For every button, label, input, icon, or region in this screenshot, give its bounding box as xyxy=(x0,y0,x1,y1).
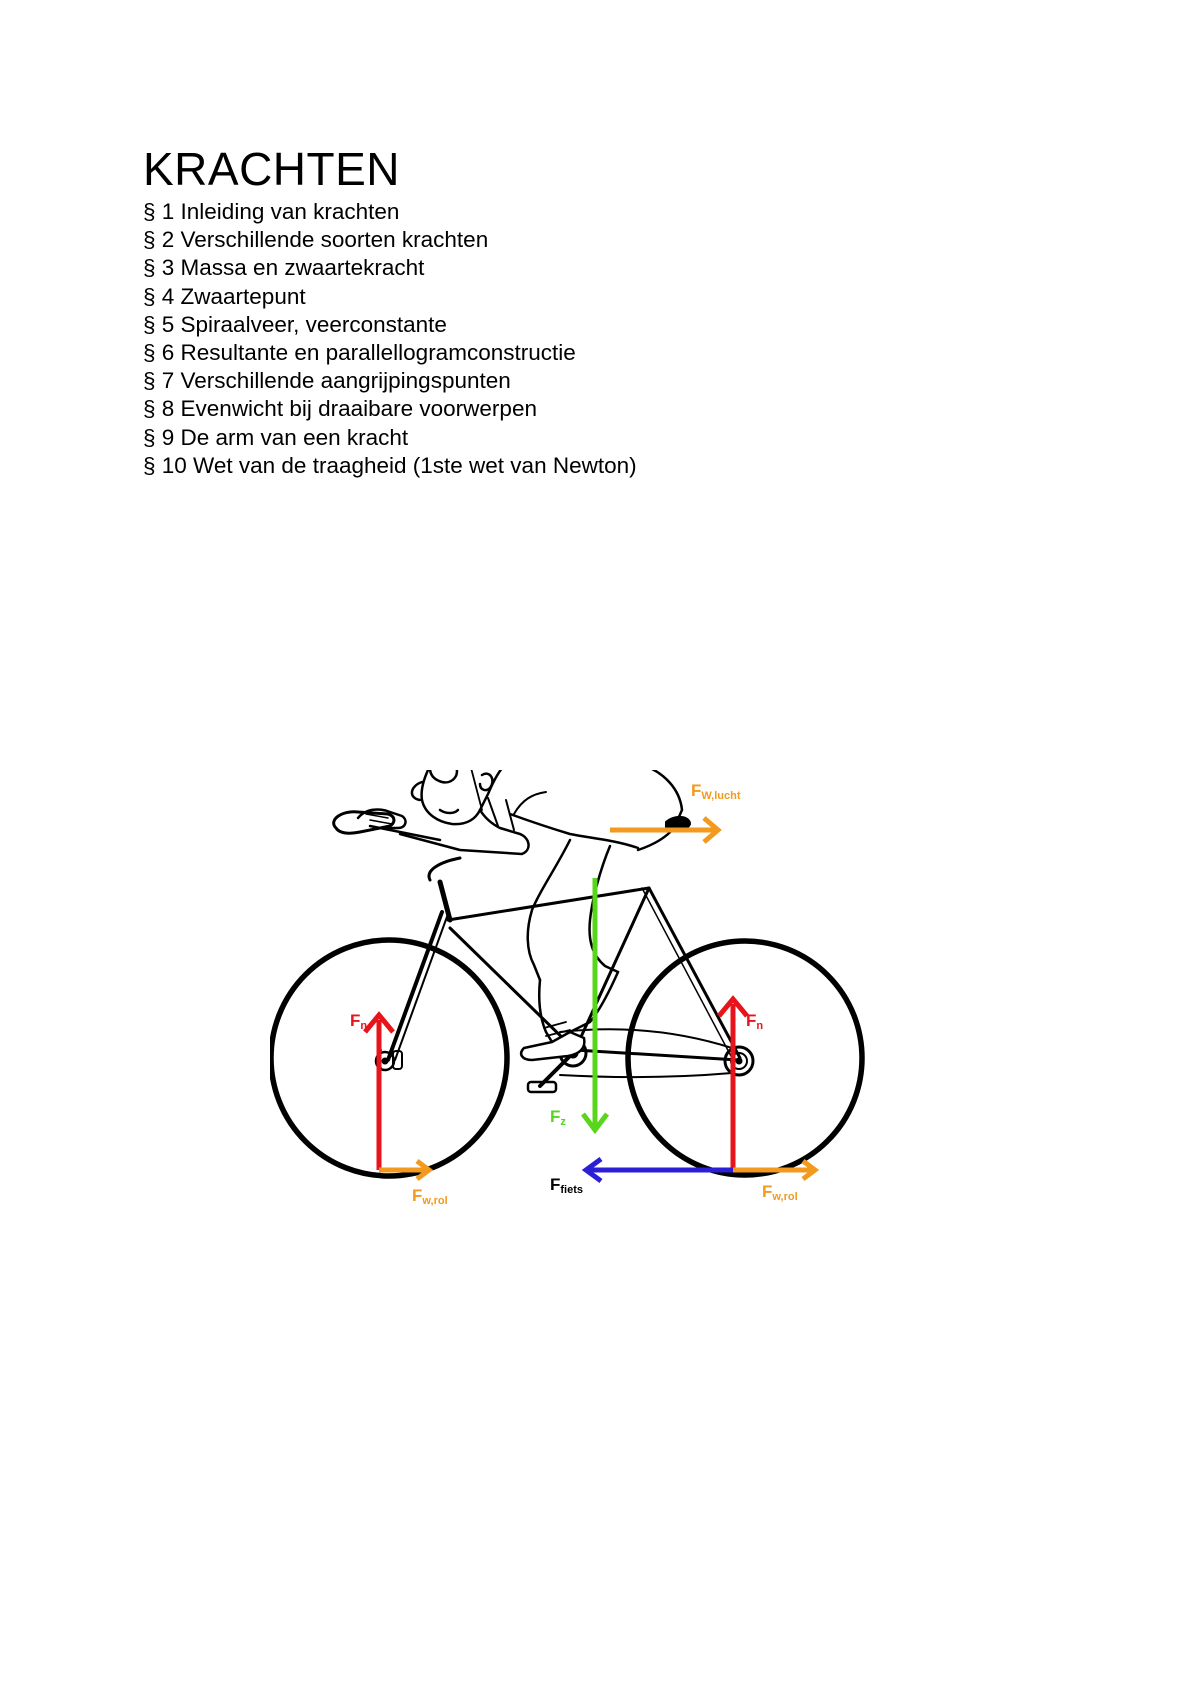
bicycle-drawing xyxy=(270,810,865,1179)
toc-item: § 6 Resultante en parallellogramconstruc… xyxy=(143,340,576,366)
cyclist-forces-figure: Fn Fn Fz FW,lucht Fw,rol Fw,rol Ffiets xyxy=(270,770,940,1300)
label-ffiets: Ffiets xyxy=(550,1175,583,1196)
toc-item: § 4 Zwaartepunt xyxy=(143,283,306,309)
toc-item: § 3 Massa en zwaartekracht xyxy=(143,255,425,281)
toc-item: § 9 De arm van een kracht xyxy=(143,424,409,450)
arrow-fn-front xyxy=(363,1011,395,1170)
label-fw-lucht: FW,lucht xyxy=(691,781,741,802)
arrow-fz xyxy=(581,878,609,1135)
arrow-fw-lucht xyxy=(610,816,722,844)
toc-item: § 2 Verschillende soorten krachten xyxy=(143,227,489,253)
page-title: KRACHTEN xyxy=(143,143,401,195)
arrow-fw-rol-front xyxy=(379,1159,434,1181)
toc-item: § 10 Wet van de traagheid (1ste wet van … xyxy=(143,452,637,478)
table-of-contents: § 1 Inleiding van krachten § 2 Verschill… xyxy=(143,198,637,480)
label-fw-rol-front: Fw,rol xyxy=(412,1186,448,1207)
toc-item: § 5 Spiraalveer, veerconstante xyxy=(143,311,447,337)
rear-wheel xyxy=(625,938,865,1178)
arrow-fw-rol-rear xyxy=(733,1159,820,1181)
front-wheel xyxy=(270,937,510,1179)
toc-item: § 1 Inleiding van krachten xyxy=(143,199,400,224)
label-fn-front: Fn xyxy=(350,1011,367,1032)
arrow-ffiets xyxy=(581,1156,733,1184)
toc-item: § 8 Evenwicht bij draaibare voorwerpen xyxy=(143,396,537,422)
toc-item: § 7 Verschillende aangrijpingspunten xyxy=(143,368,511,394)
label-fz: Fz xyxy=(550,1107,566,1128)
label-fw-rol-rear: Fw,rol xyxy=(762,1182,798,1203)
rider-drawing xyxy=(356,770,684,1062)
arrow-fn-rear xyxy=(717,995,749,1170)
label-fn-rear: Fn xyxy=(746,1011,763,1032)
